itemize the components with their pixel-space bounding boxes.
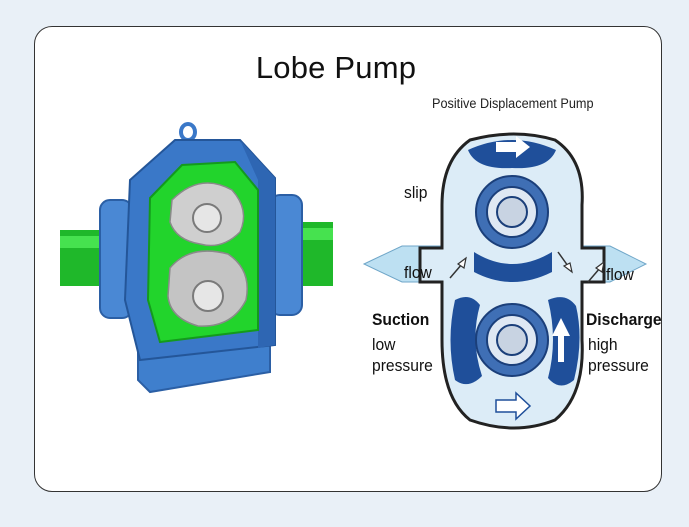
suction-pressure-label: pressure — [372, 356, 433, 375]
discharge-pressure-label: pressure — [588, 356, 649, 375]
suction-label: Suction — [372, 310, 430, 329]
discharge-label: Discharge — [586, 310, 662, 329]
discharge-up-arrow-icon — [552, 318, 570, 362]
page-title: Lobe Pump — [255, 50, 417, 85]
outlet-diagonal-arrow-icon-2 — [587, 260, 605, 283]
top-lobe-cap — [468, 140, 556, 169]
bottom-rotor-hub — [496, 324, 528, 356]
flow-out-label: flow — [606, 265, 634, 284]
lower-lobe-hub — [192, 280, 224, 312]
flow-in-label: flow — [404, 263, 432, 282]
bottom-flow-arrow-icon — [495, 391, 532, 421]
inlet-diagonal-arrow-icon — [449, 256, 467, 279]
outlet-diagonal-arrow-icon-1 — [557, 251, 573, 274]
pump-body-shade — [240, 140, 275, 348]
discharge-high-label: high — [588, 335, 618, 354]
bottom-left-lobe — [450, 296, 482, 385]
top-rotation-arrow-icon — [496, 136, 530, 158]
top-lobe-bottom — [474, 252, 552, 282]
suction-low-label: low — [372, 335, 396, 354]
outlet-shaft-highlight — [295, 228, 333, 240]
diagram-subtitle: Positive Displacement Pump — [432, 96, 594, 111]
top-rotor-hub — [496, 196, 528, 228]
slip-label: slip — [404, 183, 428, 202]
inlet-shaft-highlight — [60, 236, 105, 248]
upper-lobe-hub — [192, 203, 222, 233]
